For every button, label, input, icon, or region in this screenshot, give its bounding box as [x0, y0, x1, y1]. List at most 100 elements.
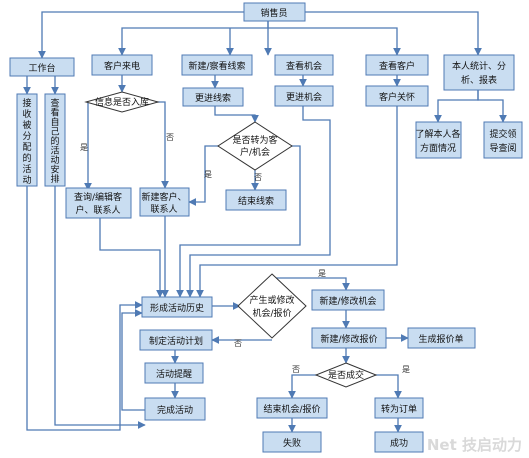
svg-text:客户来电: 客户来电	[104, 60, 140, 72]
node-end-opportunity-quote: 结束机会/报价	[256, 397, 328, 419]
edge-complete-loop	[121, 309, 145, 411]
svg-text:完成活动: 完成活动	[157, 404, 193, 416]
label-no-produce: 否	[234, 339, 242, 348]
watermark: Net 技启动力	[427, 436, 522, 454]
svg-text:了解本人各: 了解本人各	[415, 128, 460, 140]
node-view-customer: 查看客户	[365, 54, 429, 76]
svg-text:新建客户、: 新建客户、	[141, 191, 186, 203]
edge-query-form-history	[99, 218, 164, 298]
svg-text:更进机会: 更进机会	[286, 91, 322, 103]
edge-stats-submit	[477, 90, 507, 123]
node-fail: 失败	[262, 431, 322, 453]
svg-text:新建/修改机会: 新建/修改机会	[319, 295, 376, 307]
node-personal-stats: 本人统计、分 析、报表	[443, 54, 515, 91]
node-customer-call: 客户来电	[91, 54, 153, 76]
label-yes-deal: 是	[402, 365, 410, 374]
edge-care-form-history	[196, 106, 398, 298]
svg-text:联系人: 联系人	[150, 204, 177, 215]
edge-salesperson-workbench	[38, 11, 244, 59]
node-new-view-leads: 新建/察看线索	[181, 54, 253, 76]
svg-text:活动提醒: 活动提醒	[156, 368, 192, 380]
edge-deal-end-opp	[288, 374, 318, 399]
node-new-modify-quote: 新建/修改报价	[311, 327, 387, 349]
svg-text:查看客户: 查看客户	[379, 60, 415, 72]
label-no-info: 否	[166, 133, 174, 142]
label-yes-convert: 是	[204, 170, 212, 179]
svg-text:转为订单: 转为订单	[381, 403, 417, 415]
node-view-opportunity: 查看机会	[274, 54, 334, 76]
node-make-plan: 制定活动计划	[139, 329, 213, 351]
svg-text:结束线索: 结束线索	[238, 195, 274, 207]
node-success: 成功	[374, 431, 424, 453]
svg-text:提交领: 提交领	[489, 128, 516, 140]
node-end-lead: 结束线索	[225, 189, 287, 211]
edge-info-query	[84, 101, 95, 191]
svg-text:查看机会: 查看机会	[286, 60, 322, 72]
label-yes-produce: 是	[318, 269, 326, 278]
svg-text:客户关怀: 客户关怀	[379, 91, 415, 103]
edge-produce-new-opp	[272, 277, 350, 291]
edge-follow-opp-form-history	[186, 106, 331, 298]
node-complete-activity: 完成活动	[144, 397, 206, 421]
edge-convert-new-customer	[188, 145, 225, 206]
svg-text:成功: 成功	[390, 437, 408, 449]
edge-salesperson-view-customer	[268, 27, 401, 56]
svg-text:工作台: 工作台	[28, 62, 55, 74]
label-yes-info: 是	[80, 143, 88, 152]
edge-labels: 是 否 是 否 是 否 否 是	[80, 133, 410, 374]
node-salesperson: 销售员	[243, 2, 306, 22]
node-know-self: 了解本人各 方面情况	[415, 121, 462, 159]
decision-convert-to-customer: 是否转为客 户/机会	[217, 121, 293, 171]
node-view-own-activities: 查看自己的活动安排	[44, 93, 66, 187]
svg-text:生成报价单: 生成报价单	[418, 333, 463, 345]
svg-text:析、报表: 析、报表	[461, 74, 497, 86]
node-submit-leader: 提交领 导查阅	[483, 121, 523, 159]
edge-stats-know	[434, 90, 479, 123]
svg-text:导查阅: 导查阅	[489, 142, 516, 154]
node-query-edit-customer: 查询/编辑客 户、联系人	[65, 187, 132, 219]
node-workbench: 工作台	[9, 57, 75, 77]
svg-text:形成活动历史: 形成活动历史	[150, 302, 204, 314]
svg-text:机会/报价: 机会/报价	[252, 307, 291, 319]
edge-deal-order	[374, 374, 402, 399]
edge-info-new-customer	[145, 101, 169, 189]
svg-text:产生或修改: 产生或修改	[249, 294, 294, 306]
svg-text:本人统计、分: 本人统计、分	[452, 60, 506, 72]
edge-view-own-complete	[54, 186, 146, 429]
decision-produce-modify: 产生或修改 机会/报价	[237, 273, 307, 339]
node-new-customer: 新建客户、 联系人	[139, 187, 190, 217]
svg-text:结束机会/报价: 结束机会/报价	[263, 403, 320, 415]
node-activity-reminder: 活动提醒	[144, 362, 204, 384]
svg-text:户、联系人: 户、联系人	[75, 204, 120, 216]
edge-salesperson-stats	[305, 11, 482, 56]
label-no-deal: 否	[292, 365, 300, 374]
node-generate-quote: 生成报价单	[407, 327, 476, 349]
decision-info-in-db: 信息是否入库	[84, 91, 160, 113]
svg-text:户/机会: 户/机会	[240, 146, 270, 158]
view-own-activities-label: 查看自己的活动安排	[50, 97, 59, 185]
svg-text:制定活动计划: 制定活动计划	[149, 335, 203, 347]
svg-text:更进线索: 更进线索	[195, 92, 231, 104]
edge-follow-convert	[214, 106, 259, 123]
decision-deal-closed: 是否成交	[314, 362, 378, 388]
node-new-modify-opportunity: 新建/修改机会	[311, 289, 385, 311]
svg-text:销售员: 销售员	[260, 7, 287, 19]
svg-text:信息是否入库: 信息是否入库	[95, 96, 149, 108]
receive-assigned-label: 接收被分配的活动	[22, 97, 31, 186]
node-follow-opportunity: 更进机会	[274, 85, 334, 107]
label-no-convert: 否	[254, 173, 262, 182]
svg-text:方面情况: 方面情况	[420, 142, 456, 154]
node-receive-assigned: 接收被分配的活动	[16, 93, 38, 187]
node-form-history: 形成活动历史	[141, 296, 213, 318]
svg-text:是否成交: 是否成交	[328, 369, 364, 381]
node-follow-lead: 更进线索	[182, 87, 244, 107]
edge-convert-form-history	[176, 145, 301, 298]
svg-text:新建/修改报价: 新建/修改报价	[320, 333, 377, 345]
svg-text:是否转为客: 是否转为客	[232, 134, 277, 146]
svg-text:新建/察看线索: 新建/察看线索	[188, 60, 245, 72]
edge-receive-form-history	[26, 186, 143, 431]
node-customer-care: 客户关怀	[365, 85, 429, 107]
node-to-order: 转为订单	[374, 397, 424, 419]
